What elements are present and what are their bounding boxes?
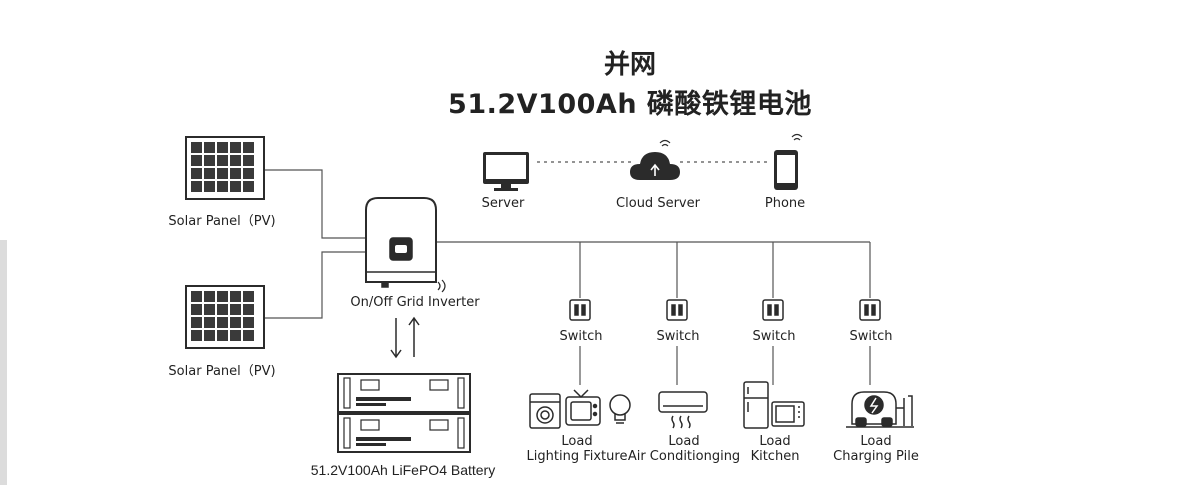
solar-panel-2-icon	[185, 285, 265, 349]
load-2-label: Load	[668, 434, 700, 449]
battery-label: 51.2V100Ah LiFePO4 Battery	[310, 462, 496, 478]
inverter-label: On/Off Grid Inverter	[350, 295, 480, 310]
wire-pv2-inverter	[264, 251, 366, 319]
solar-panel-1-label: Solar Panel（PV)	[168, 214, 276, 229]
microwave-icon	[771, 401, 805, 427]
switch-4-icon	[859, 299, 881, 321]
switch-1-icon	[569, 299, 591, 321]
page-edge-bar	[0, 240, 7, 485]
load-4-label: Load	[860, 434, 892, 449]
load-3-name: Kitchen	[750, 449, 800, 464]
solar-panel-1-icon	[185, 136, 265, 200]
phone-label: Phone	[764, 196, 806, 211]
bulb-icon	[609, 394, 631, 424]
cloud-server-label: Cloud Server	[616, 196, 700, 211]
switch-2-icon	[666, 299, 688, 321]
switch-3-icon	[762, 299, 784, 321]
charging-pile-icon	[846, 391, 914, 428]
switch-1-label: Switch	[559, 329, 603, 344]
switch-2-label: Switch	[656, 329, 700, 344]
phone-icon	[774, 133, 803, 190]
wiring	[264, 161, 871, 385]
switch-4-label: Switch	[849, 329, 893, 344]
fridge-icon	[743, 381, 769, 429]
server-monitor-icon	[483, 152, 529, 191]
load-1-name: Lighting Fixture	[526, 449, 628, 464]
load-4-name: Charging Pile	[833, 449, 919, 464]
title-battery: 51.2V100Ah 磷酸铁锂电池	[448, 89, 812, 120]
solar-panel-2-label: Solar Panel（PV)	[168, 364, 276, 379]
air-conditioner-icon	[658, 391, 708, 429]
charge-discharge-arrows-icon	[390, 316, 420, 359]
switch-3-label: Switch	[752, 329, 796, 344]
washing-machine-icon	[529, 393, 561, 429]
battery-rack-icon	[337, 373, 471, 453]
load-2-name: Air Conditionging	[627, 449, 741, 464]
title-grid-tie: 并网	[603, 50, 656, 80]
server-label: Server	[481, 196, 525, 211]
tv-icon	[565, 389, 601, 426]
inverter-icon	[365, 197, 446, 293]
load-1-label: Load	[561, 434, 593, 449]
load-3-label: Load	[759, 434, 791, 449]
cloud-server-icon	[630, 139, 680, 180]
wire-pv1-inverter	[264, 169, 366, 239]
